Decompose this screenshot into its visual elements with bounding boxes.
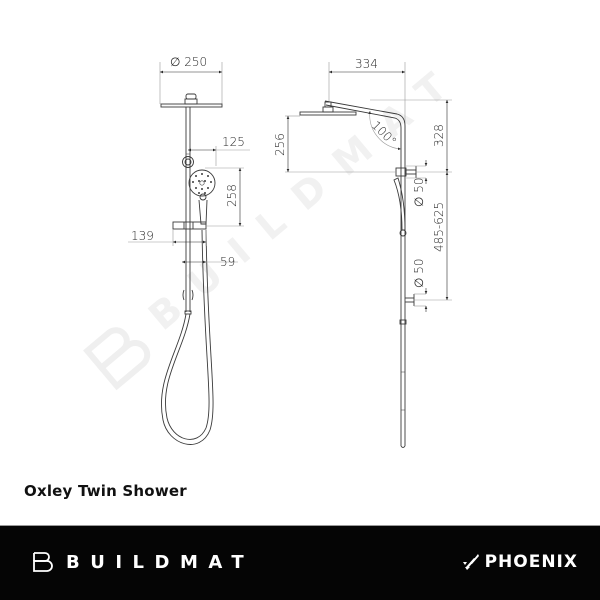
- slider-bracket-front: [172, 221, 207, 230]
- buildmat-wordmark: BUILDMAT: [66, 551, 255, 573]
- label-rose-drop: 256: [273, 133, 287, 156]
- dim-rail-adjust: [414, 172, 452, 301]
- label-arm-height: 328: [432, 124, 446, 147]
- phoenix-wordmark: PHOENIX: [484, 552, 578, 572]
- side-view: [285, 62, 452, 448]
- hose-connector-front: [184, 310, 192, 315]
- phoenix-feather-logo-icon: [462, 554, 479, 570]
- dim-rose-drop: [285, 115, 396, 173]
- label-diverter-diameter: ∅ 50: [412, 177, 426, 207]
- label-arm-angle: 100°: [369, 118, 399, 148]
- phoenix-brand: PHOENIX: [461, 552, 578, 572]
- label-arm-reach: 334: [355, 57, 378, 71]
- product-title: Oxley Twin Shower: [24, 482, 187, 500]
- overhead-rose-front: [160, 93, 223, 108]
- buildmat-b-logo-icon: [33, 552, 53, 572]
- label-rail-adjust: 485-625: [432, 202, 446, 252]
- dim-handshower-height: [205, 167, 244, 227]
- dim-bracket-width: [128, 229, 207, 246]
- outlet-side: [405, 294, 415, 306]
- label-hose-offset: 59: [220, 255, 235, 269]
- rail-side: [400, 150, 406, 448]
- footer-bar: BUILDMAT PHOENIX: [0, 525, 600, 600]
- label-handshower-height: 258: [225, 184, 239, 207]
- handshower-front: [188, 169, 216, 225]
- overhead-rose-side: [299, 106, 357, 116]
- rail-connector-side: [399, 319, 407, 325]
- label-outlet-diameter: ∅ 50: [412, 258, 426, 288]
- dim-outlet-diameter: [414, 288, 428, 312]
- label-handshower-offset: 125: [222, 135, 245, 149]
- technical-drawing: ∅ 250 125 258 139 59: [128, 55, 452, 448]
- front-view: [128, 62, 250, 445]
- buildmat-brand: BUILDMAT: [32, 551, 254, 573]
- handshower-side: [393, 177, 407, 237]
- rail-front: [185, 107, 191, 312]
- dim-handshower-offset: [188, 146, 250, 166]
- hose-front: [161, 229, 214, 445]
- dim-rose-diameter: [159, 62, 223, 104]
- dim-arm-reach: [328, 62, 406, 160]
- label-rose-diameter: ∅ 250: [170, 55, 207, 69]
- diverter-ring-front: [182, 156, 194, 168]
- dim-arm-angle: [368, 110, 402, 151]
- diverter-side: [395, 166, 417, 178]
- dim-diverter-diameter: [406, 160, 428, 184]
- label-bracket-width: 139: [131, 229, 154, 243]
